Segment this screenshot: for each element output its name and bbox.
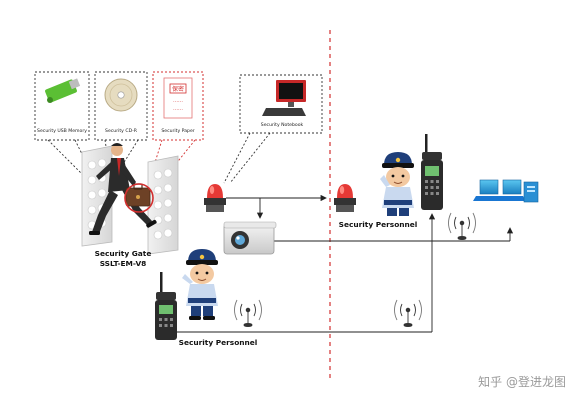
watermark: 知乎 @登进龙图 xyxy=(478,374,566,389)
paper-box: 保密 …… …… Security Paper xyxy=(152,71,204,141)
wireless-antenna-icon xyxy=(234,299,262,327)
gate-label-line2: SSLT-EM-V8 xyxy=(100,259,147,268)
paper-stamp: 保密 xyxy=(172,85,184,93)
gate-label-line1: Security Gate xyxy=(95,249,152,258)
walkie-talkie-icon xyxy=(421,134,443,210)
notebook-box: Security Notebook xyxy=(239,74,323,134)
security-officer-icon xyxy=(182,249,218,320)
usb-drive-icon xyxy=(45,78,81,103)
right-personnel-label: Security Personnel xyxy=(339,220,418,229)
signal-lines xyxy=(155,194,514,333)
cd-disc-icon xyxy=(104,78,138,112)
cd-box: Security CD-R xyxy=(94,71,148,141)
surveillance-camera-icon xyxy=(223,221,277,255)
paper-dots-1: …… xyxy=(173,98,183,104)
computer-icon xyxy=(262,80,306,116)
alarm-beacon-icon xyxy=(204,184,226,212)
networked-computers-icon xyxy=(473,179,539,203)
notebook-label: Security Notebook xyxy=(261,122,304,128)
cd-label: Security CD-R xyxy=(105,128,138,134)
security-officer-icon xyxy=(380,152,414,216)
document-icon: 保密 …… …… xyxy=(163,77,193,119)
paper-dots-2: …… xyxy=(173,106,183,112)
usb-memory-box: Security USB Memory xyxy=(34,71,90,141)
walkie-talkie-icon xyxy=(155,272,177,340)
wireless-antenna-icon xyxy=(448,212,476,240)
paper-label: Security Paper xyxy=(161,128,194,134)
paper-highlight-circle xyxy=(124,183,154,213)
briefcase-icon xyxy=(125,183,151,207)
alarm-beacon-icon xyxy=(334,184,356,212)
walking-man-icon xyxy=(89,143,157,235)
left-personnel-label: Security Personnel xyxy=(179,338,258,347)
wireless-antenna-icon xyxy=(394,299,422,327)
usb-memory-label: Security USB Memory xyxy=(37,128,87,134)
